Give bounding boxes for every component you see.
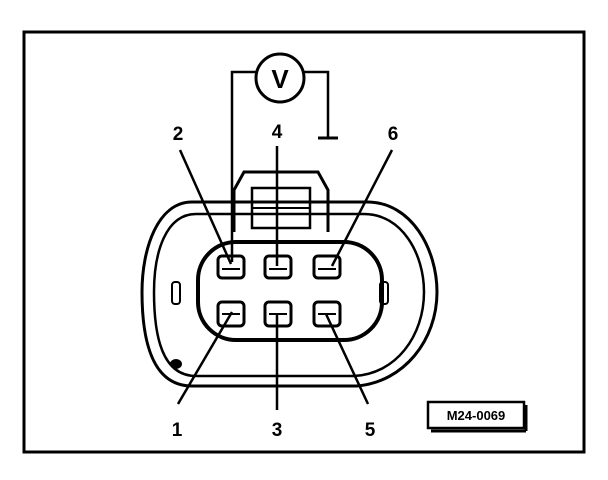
leader-pin-1 <box>176 311 234 405</box>
leader-pin-2 <box>178 149 233 265</box>
leader-pin-6 <box>330 149 394 267</box>
side-key-right <box>379 281 389 305</box>
pin-face <box>196 240 384 342</box>
locking-tab <box>232 170 330 232</box>
voltmeter-circle <box>254 52 306 104</box>
pin-label-1: 1 <box>172 420 183 441</box>
housing-shadow-mark <box>170 359 182 369</box>
pin-label-5: 5 <box>365 420 376 441</box>
pin-label-4: 4 <box>272 122 283 143</box>
pin-label-6: 6 <box>388 124 399 145</box>
reference-code-box <box>426 400 526 430</box>
voltmeter-symbol: V <box>271 64 289 94</box>
connector-housing-outer <box>140 200 439 388</box>
pin-6 <box>312 254 342 280</box>
leader-pin-5 <box>324 313 370 405</box>
meter-lead-right <box>304 70 330 138</box>
pin-label-3: 3 <box>272 420 283 441</box>
diagram-frame <box>22 30 586 454</box>
reference-code: M24-0069 <box>447 408 506 423</box>
side-key-left <box>171 281 181 305</box>
meter-lead-left <box>230 70 256 262</box>
pin-label-2: 2 <box>173 124 184 145</box>
